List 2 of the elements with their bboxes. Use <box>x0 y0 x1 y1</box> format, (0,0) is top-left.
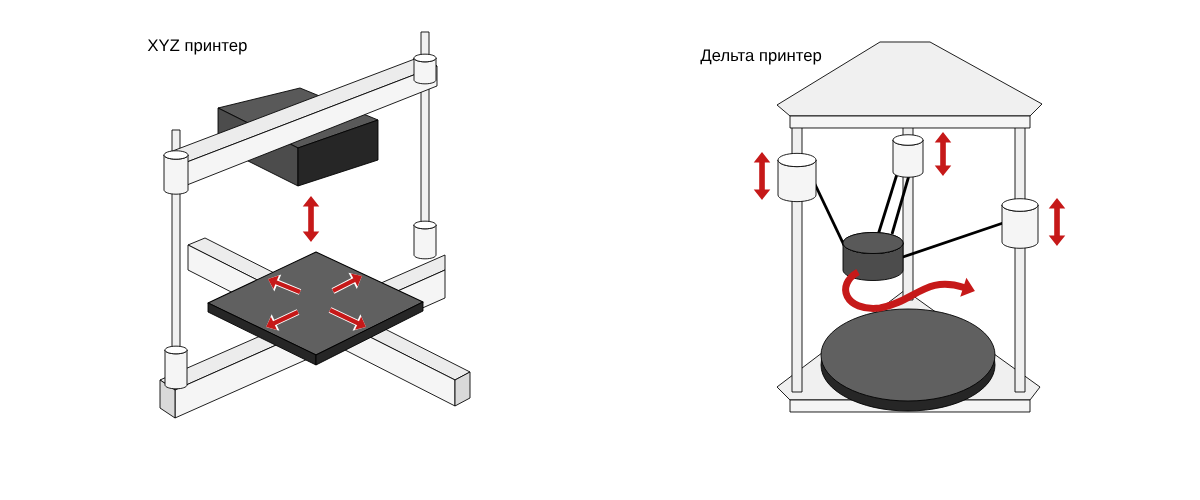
printer-label: Дельта принтер <box>700 49 822 65</box>
printer-label: XYZ принтер <box>147 39 247 55</box>
